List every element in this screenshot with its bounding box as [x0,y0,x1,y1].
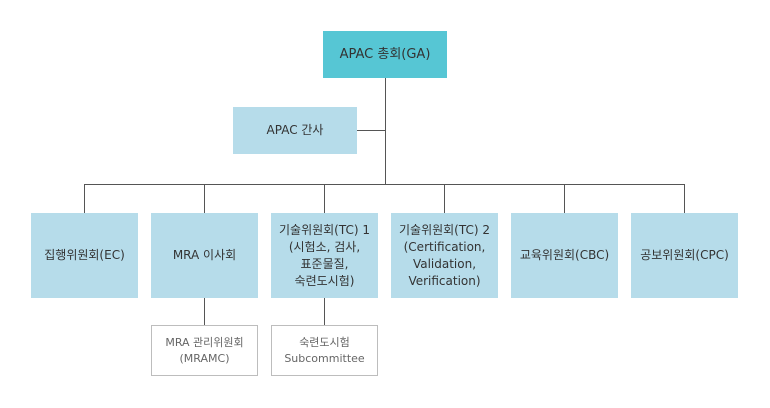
subcommittee-pt-label: 숙련도시험 Subcommittee [284,335,365,365]
committee-tc1-label: 기술위원회(TC) 1 (시험소, 검사, 표준물질, 숙련도시험) [278,222,371,288]
committee-mra-box: MRA 이사회 [151,213,258,298]
secretariat-label: APAC 간사 [266,123,324,137]
committee-tc2-box: 기술위원회(TC) 2 (Certification, Validation, … [391,213,498,298]
subcommittee-mramc-box: MRA 관리위원회 (MRAMC) [151,325,258,376]
subcommittee-pt-box: 숙련도시험 Subcommittee [271,325,378,376]
committee-cpc-box: 공보위원회(CPC) [631,213,738,298]
committee-tc2-label: 기술위원회(TC) 2 (Certification, Validation, … [398,222,491,288]
committee-ec-label: 집행위원회(EC) [44,248,125,262]
committee-cbc-box: 교육위원회(CBC) [511,213,618,298]
general-assembly-label: APAC 총회(GA) [339,47,431,62]
committee-mra-label: MRA 이사회 [172,248,237,262]
committee-ec-box: 집행위원회(EC) [31,213,138,298]
general-assembly-box: APAC 총회(GA) [323,31,447,78]
committee-tc1-box: 기술위원회(TC) 1 (시험소, 검사, 표준물질, 숙련도시험) [271,213,378,298]
secretariat-box: APAC 간사 [233,107,357,154]
committee-cbc-label: 교육위원회(CBC) [519,248,610,262]
subcommittee-mramc-label: MRA 관리위원회 (MRAMC) [165,335,244,365]
committee-cpc-label: 공보위원회(CPC) [640,248,729,262]
